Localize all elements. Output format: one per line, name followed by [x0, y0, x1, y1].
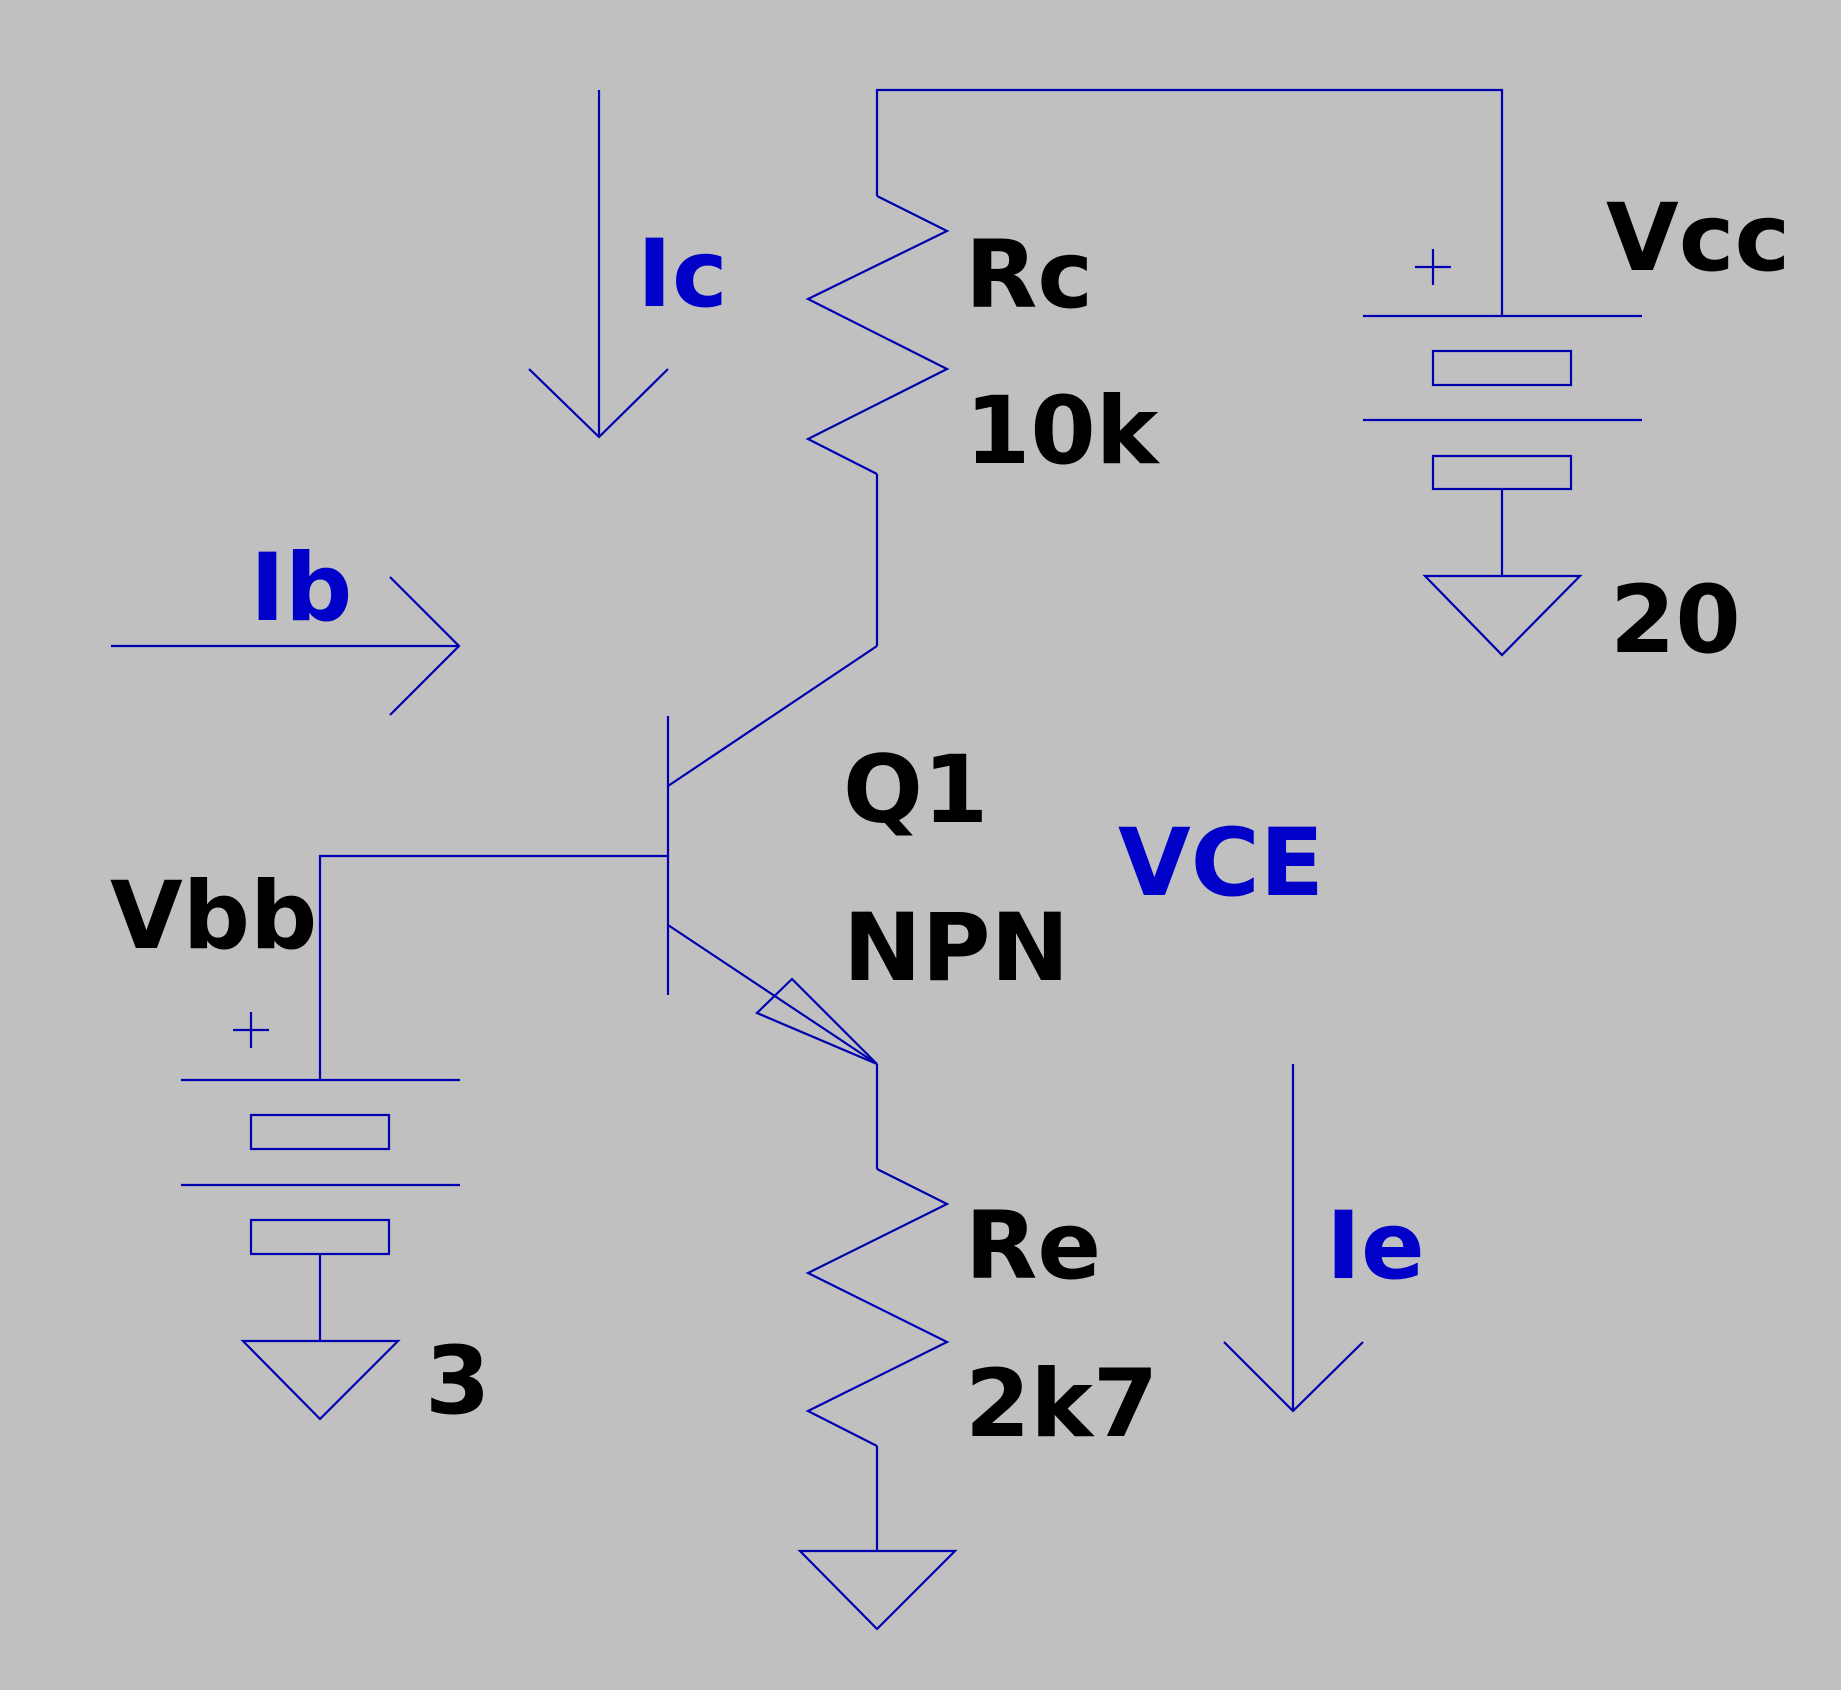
resistor-re-value: 2k7	[965, 1350, 1158, 1459]
arrow-icon-ib	[111, 576, 461, 716]
ground-icon-vcc	[1422, 574, 1583, 657]
plus-icon-vcc	[1415, 249, 1451, 285]
resistor-re-name: Re	[965, 1192, 1101, 1301]
current-label-ie: Ie	[1326, 1192, 1425, 1301]
battery-vbb-value: 3	[425, 1327, 490, 1436]
transistor-q1-type: NPN	[843, 894, 1069, 1003]
battery-vbb-cell-1	[249, 1113, 391, 1151]
battery-vbb-cell-2	[249, 1218, 391, 1256]
arrow-icon-ie	[1223, 1064, 1364, 1413]
current-label-ic: Ic	[637, 220, 728, 329]
resistor-rc-symbol	[805, 195, 950, 475]
resistor-rc-name: Rc	[965, 221, 1093, 330]
battery-vcc-cell-1	[1431, 349, 1573, 387]
voltage-label-vce: VCE	[1118, 809, 1324, 918]
resistor-rc-value: 10k	[965, 377, 1161, 486]
transistor-q1-emitter	[667, 924, 878, 1065]
battery-vcc-value: 20	[1610, 566, 1741, 675]
resistor-re-symbol	[805, 1168, 950, 1447]
battery-vbb-name: Vbb	[110, 862, 317, 971]
transistor-q1-emitter-arrow	[755, 977, 878, 1066]
current-label-ib: Ib	[250, 534, 352, 643]
wire-top-vcc	[875, 88, 1504, 316]
wire-base-to-vbb	[318, 854, 668, 1080]
battery-vcc-cell-2	[1431, 454, 1573, 491]
ground-icon-vbb	[240, 1339, 401, 1421]
ground-icon-re	[797, 1549, 958, 1631]
plus-icon-vbb	[233, 1012, 269, 1048]
transistor-q1-name: Q1	[843, 736, 988, 845]
transistor-q1-collector	[667, 645, 878, 787]
arrow-icon-ic	[528, 90, 669, 439]
battery-vcc-name: Vcc	[1606, 184, 1790, 293]
